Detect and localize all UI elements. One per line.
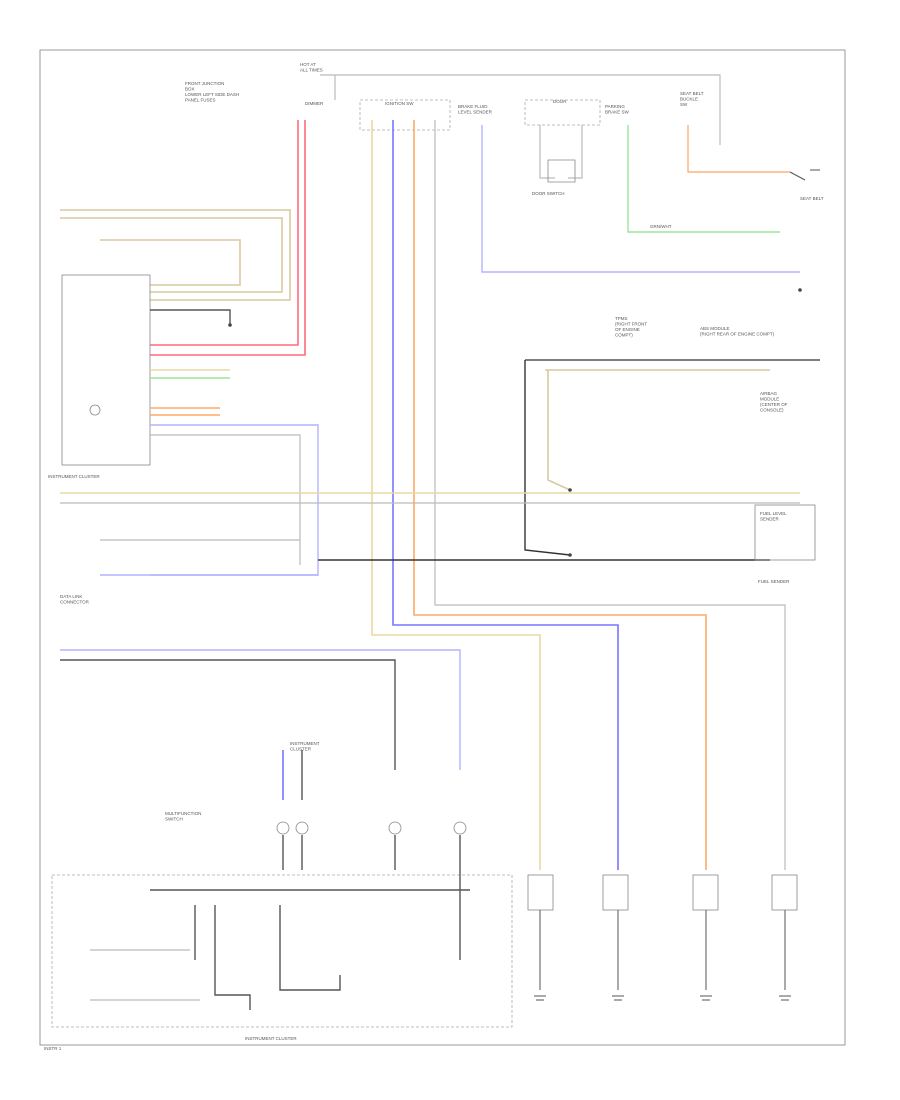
bottom-cluster-box bbox=[51, 874, 513, 1028]
switch-3 bbox=[692, 874, 719, 1001]
gray-wire bbox=[434, 120, 786, 870]
bottom-cluster-caption: INSTRUMENT CLUSTER bbox=[245, 1036, 297, 1041]
cluster-gray bbox=[150, 434, 301, 565]
lower-lv bbox=[60, 649, 461, 770]
ignition-box bbox=[359, 99, 451, 131]
red-wire bbox=[150, 120, 306, 356]
hot-bus bbox=[320, 74, 721, 145]
conn-4 bbox=[453, 821, 467, 835]
diagram-frame bbox=[39, 49, 846, 1046]
tan-long bbox=[547, 370, 571, 491]
tan-wire bbox=[371, 120, 541, 870]
junction-3 bbox=[568, 488, 572, 492]
cluster-lv bbox=[150, 424, 319, 576]
switch-1 bbox=[527, 874, 554, 1001]
conn-2 bbox=[295, 821, 309, 835]
page-ref: INSTR 1 bbox=[44, 1046, 62, 1051]
parking-brake-wire-label: GRN/WHT bbox=[650, 224, 672, 229]
door-wire-2 bbox=[568, 125, 583, 179]
door-switch-label: DOOR SWITCH bbox=[532, 191, 565, 196]
abs-label: ABS MODULE(RIGHT REAR OF ENGINE COMPT) bbox=[700, 326, 775, 337]
green-wire bbox=[627, 125, 780, 233]
blue-wire bbox=[392, 120, 619, 870]
left-tan-2 bbox=[60, 217, 283, 293]
lower-dk bbox=[60, 659, 396, 770]
switch-2 bbox=[602, 874, 629, 1001]
door-switch bbox=[547, 159, 576, 183]
junction-2 bbox=[568, 553, 572, 557]
cluster-out-1 bbox=[150, 309, 231, 325]
instrument-cluster-label: INSTRUMENT CLUSTER bbox=[48, 474, 100, 479]
abs-black bbox=[524, 360, 571, 556]
switch-4 bbox=[771, 874, 798, 1001]
seatbelt-wire bbox=[687, 125, 790, 173]
junction-1 bbox=[228, 323, 232, 327]
left-tan-3 bbox=[100, 239, 241, 286]
bc-inner-4 bbox=[194, 870, 461, 960]
door-wire-1 bbox=[539, 125, 555, 179]
cluster-gauge bbox=[89, 404, 101, 416]
door-box bbox=[524, 99, 601, 126]
bc-inner-2 bbox=[214, 905, 251, 1010]
orange-wire bbox=[413, 120, 707, 870]
junction-4 bbox=[798, 288, 802, 292]
seatbelt-sw-label: SEAT BELT bbox=[800, 196, 824, 201]
red-wire-2 bbox=[150, 120, 299, 346]
conn-down-1 bbox=[282, 835, 461, 870]
bc-inner-3 bbox=[279, 905, 341, 991]
dimmer-label: DIMMER bbox=[305, 101, 324, 106]
conn-3 bbox=[388, 821, 402, 835]
door-label: DOOR bbox=[553, 99, 567, 104]
conn-1 bbox=[276, 821, 290, 835]
brake-fluid-wire bbox=[481, 125, 800, 273]
fuel-sender-label: FUEL SENDER bbox=[758, 579, 790, 584]
ignition-label: IGNITION SW bbox=[385, 101, 414, 106]
instrument-cluster-box bbox=[61, 274, 151, 466]
fuel-sender-box bbox=[754, 504, 816, 561]
bc-inner-5 bbox=[90, 949, 200, 1001]
seatbelt-switch bbox=[789, 169, 820, 181]
left-tan-1 bbox=[60, 209, 291, 301]
